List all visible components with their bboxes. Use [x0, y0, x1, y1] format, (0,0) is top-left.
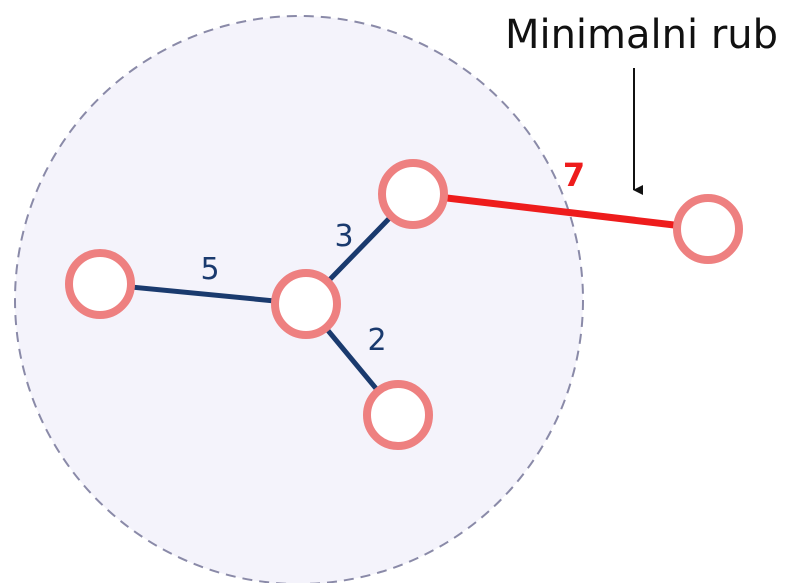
- edge-label-center-top: 3: [334, 219, 353, 254]
- edge-label-top-right: 7: [563, 156, 585, 194]
- annotation-label: Minimalni rub: [505, 12, 778, 58]
- node-right: [673, 194, 743, 264]
- edge-label-center-bottom: 2: [367, 323, 386, 358]
- edge-label-a-center: 5: [200, 252, 219, 287]
- node-a: [65, 249, 135, 319]
- edge-top-right: [412, 190, 709, 233]
- node-center: [271, 269, 341, 339]
- node-bottom: [363, 380, 433, 450]
- node-top: [378, 159, 448, 229]
